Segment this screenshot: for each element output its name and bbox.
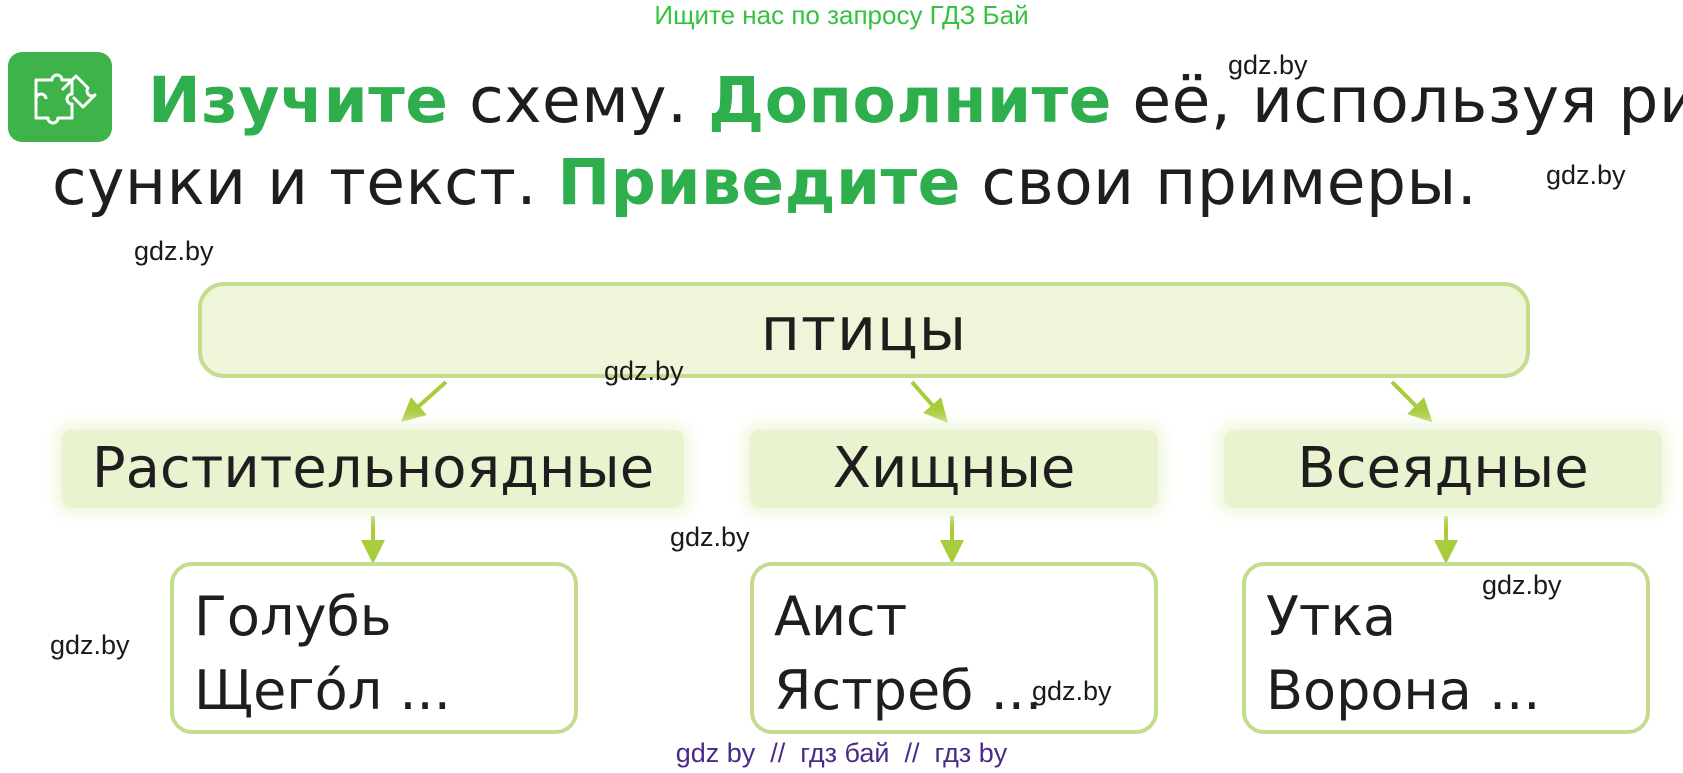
instruction-verb-study: Изучите [148, 64, 449, 137]
example-item: Ворона ... [1266, 659, 1541, 722]
example-item: Ястреб ... [774, 659, 1043, 722]
example-item: Щего́л ... [194, 659, 451, 722]
puzzle-icon [8, 52, 112, 142]
instruction-text: свои примеры. [960, 146, 1478, 219]
arrow-root-to-predators [910, 380, 948, 424]
arrow-root-to-herbivores [401, 380, 448, 422]
instruction-verb-complete: Дополните [708, 64, 1112, 137]
examples-box-omnivores: Утка Ворона ... [1242, 562, 1650, 734]
example-item: Утка [1266, 585, 1397, 648]
arrow-root-to-omnivores [1390, 380, 1433, 423]
category-omnivores: Всеядные [1224, 430, 1662, 508]
instruction-verb-give: Приведите [557, 146, 961, 219]
footer-watermark: gdz by // гдз бай // гдз by [675, 738, 1008, 768]
watermark: gdz.by [604, 356, 684, 386]
instruction-text: её, используя ри- [1111, 64, 1683, 137]
scheme-root-label: птицы [760, 295, 968, 365]
examples-box-predators: Аист Ястреб ... [750, 562, 1158, 734]
category-herbivores: Растительноядные [62, 430, 684, 508]
watermark: gdz.by [1032, 676, 1112, 706]
watermark: gdz.by [670, 522, 750, 552]
search-banner: Ищите нас по запросу ГДЗ Бай [654, 0, 1029, 30]
examples-box-herbivores: Голубь Щего́л ... [170, 562, 578, 734]
instruction-text: схему. [448, 64, 709, 137]
watermark: gdz.by [1228, 50, 1308, 80]
instruction-line-1: Изучите схему. Дополните её, используя р… [148, 64, 1683, 137]
example-item: Голубь [194, 585, 392, 648]
category-predators: Хищные [750, 430, 1158, 508]
watermark: gdz.by [134, 236, 214, 266]
watermark: gdz.by [50, 630, 130, 660]
watermark: gdz.by [1546, 160, 1626, 190]
scheme-root-box [198, 282, 1530, 378]
watermark: gdz.by [1482, 570, 1562, 600]
instruction-line-2: сунки и текст. Приведите свои примеры. [52, 146, 1477, 219]
example-item: Аист [774, 585, 908, 648]
instruction-text: сунки и текст. [52, 146, 558, 219]
